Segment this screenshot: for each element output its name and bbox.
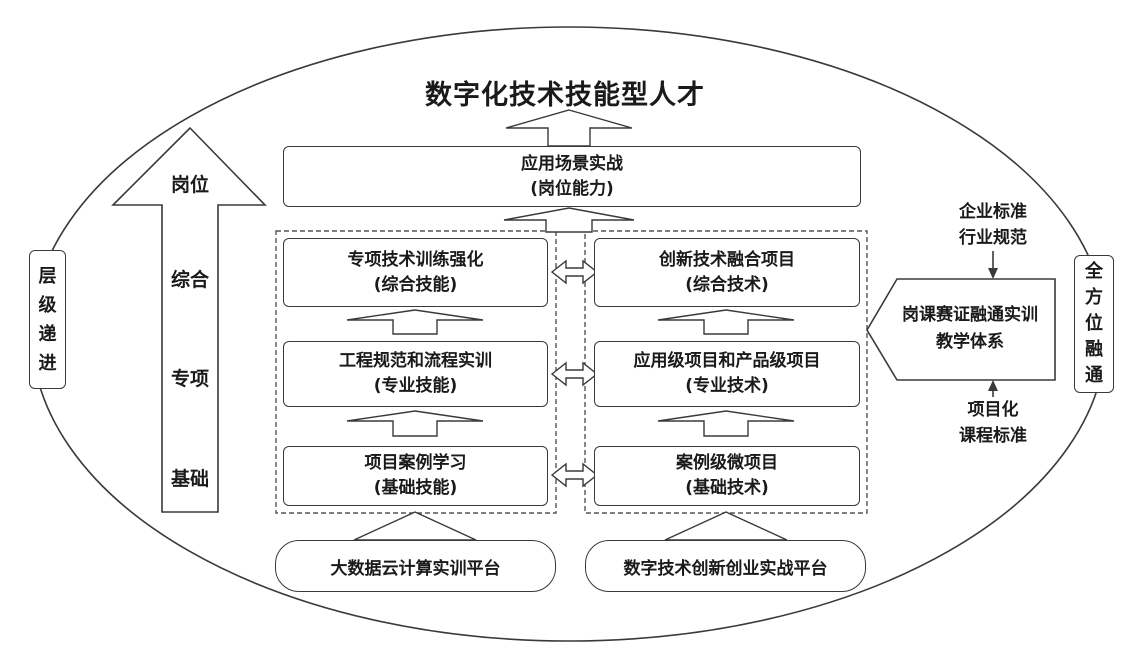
standards-top-line1: 企业标准 — [959, 202, 1027, 222]
left-box-professional: 工程规范和流程实训 (专业技能) — [283, 341, 548, 407]
arrow-label-special: 专项 — [170, 368, 209, 390]
standards-bottom-line2: 课程标准 — [959, 426, 1027, 446]
right-box-3-line1: 案例级微项目 — [676, 453, 778, 473]
left-box-basic: 项目案例学习 (基础技能) — [283, 446, 548, 506]
right-box-2-line1: 应用级项目和产品级项目 — [633, 351, 821, 371]
platform-left: 大数据云计算实训平台 — [275, 540, 556, 592]
side-left-char-4: 进 — [38, 352, 57, 374]
pentagon-line2: 教学体系 — [936, 332, 1004, 352]
pentagon-text: 岗课赛证融通实训 教学体系 — [885, 302, 1055, 356]
side-right-char-5: 通 — [1085, 365, 1103, 386]
arrow-label-basic: 基础 — [170, 468, 209, 490]
left-box-comprehensive: 专项技术训练强化 (综合技能) — [283, 238, 548, 307]
standards-top-line2: 行业规范 — [959, 228, 1027, 248]
side-box-right: 全 方 位 融 通 — [1074, 255, 1114, 393]
application-line1: 应用场景实战 — [521, 153, 623, 174]
arrow-head-top — [988, 268, 998, 279]
double-arrow-2 — [550, 361, 599, 387]
platform-right: 数字技术创新创业实战平台 — [585, 540, 866, 592]
double-arrow-3 — [550, 462, 599, 488]
arrow-label-comprehensive: 综合 — [170, 269, 209, 291]
left-platform-arrow — [353, 511, 477, 541]
application-line2: (岗位能力) — [530, 178, 614, 199]
side-left-char-2: 级 — [38, 294, 57, 316]
right-box-3-line2: (基础技术) — [685, 478, 769, 498]
standards-top: 企业标准 行业规范 — [933, 199, 1053, 251]
right-box-professional: 应用级项目和产品级项目 (专业技术) — [594, 341, 860, 407]
right-box-basic: 案例级微项目 (基础技术) — [594, 446, 860, 506]
right-box-comprehensive: 创新技术融合项目 (综合技术) — [594, 238, 860, 307]
side-right-char-4: 融 — [1085, 339, 1103, 360]
left-box-3-line2: (基础技能) — [373, 478, 458, 498]
arrow-label-post: 岗位 — [170, 174, 209, 196]
side-right-char-3: 位 — [1085, 313, 1103, 334]
right-box-2-line2: (专业技术) — [685, 376, 769, 396]
application-box: 应用场景实战 (岗位能力) — [283, 146, 861, 207]
left-box-1-line1: 专项技术训练强化 — [347, 249, 484, 270]
side-left-char-3: 递 — [38, 323, 57, 345]
left-up-arrow-upper — [346, 309, 484, 335]
right-platform-arrow — [664, 511, 788, 541]
pentagon-shape — [866, 278, 1056, 381]
side-right-char-1: 全 — [1085, 261, 1103, 282]
left-box-3-line1: 项目案例学习 — [364, 453, 467, 473]
left-box-1-line2: (综合技能) — [373, 274, 458, 295]
standards-bottom: 项目化 课程标准 — [933, 397, 1053, 449]
up-arrow-middle — [503, 207, 635, 233]
right-box-1-line2: (综合技术) — [685, 274, 769, 295]
right-up-arrow-upper — [657, 309, 795, 335]
right-up-arrow-lower — [657, 410, 795, 437]
side-box-left: 层 级 递 进 — [29, 250, 66, 389]
left-box-2-line1: 工程规范和流程实训 — [339, 351, 492, 371]
double-arrow-1 — [550, 259, 599, 285]
side-right-char-2: 方 — [1085, 287, 1103, 308]
side-left-char-1: 层 — [38, 265, 57, 287]
right-box-1-line1: 创新技术融合项目 — [659, 249, 795, 270]
standards-bottom-line1: 项目化 — [967, 400, 1019, 420]
left-up-arrow-lower — [346, 410, 484, 437]
arrow-head-bottom — [988, 380, 998, 391]
pentagon-line1: 岗课赛证融通实训 — [902, 305, 1038, 325]
left-box-2-line2: (专业技能) — [373, 376, 458, 396]
big-up-arrow — [111, 126, 267, 513]
page-title: 数字化技术技能型人才 — [425, 80, 705, 111]
